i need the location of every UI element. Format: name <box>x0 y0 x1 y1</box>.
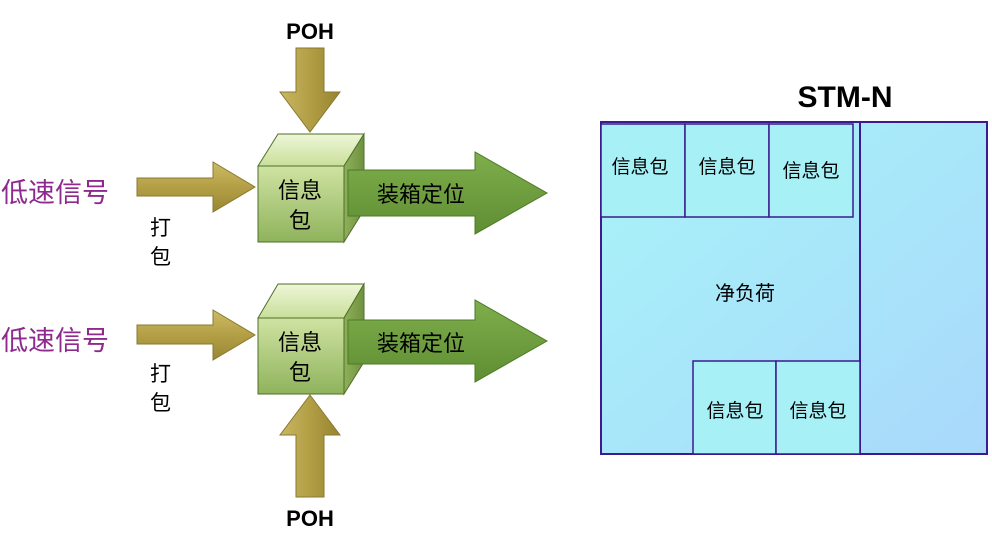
row1-pack-char-1: 打 <box>150 216 171 240</box>
row1-pack-char-2: 包 <box>150 245 171 269</box>
bottom-packets <box>692 360 861 455</box>
row2-input-arrow <box>136 309 256 361</box>
row2-cube-line-1: 信息 <box>278 331 322 356</box>
bottom-packet-box <box>692 360 777 455</box>
row1-cube-line-1: 信息 <box>278 179 322 204</box>
row2-pack-char-2: 包 <box>150 391 171 415</box>
poh-bottom-label: POH <box>286 506 334 531</box>
frame-title: STM-N <box>798 81 893 114</box>
top-packet-box <box>768 123 854 218</box>
payload-label: 净负荷 <box>715 281 775 305</box>
row2-pack-char-1: 打 <box>150 362 171 386</box>
row1-cube-line-2: 包 <box>289 209 311 234</box>
bottom-packet-label: 信息包 <box>789 400 846 422</box>
poh-top-label: POH <box>286 19 334 44</box>
top-packet-label: 信息包 <box>782 160 839 182</box>
row1-mapping-label: 装箱定位 <box>377 183 465 208</box>
top-packet-label: 信息包 <box>611 156 668 178</box>
row2-input-label: 低速信号 <box>1 326 109 357</box>
row2-info-cube <box>257 282 365 396</box>
top-packet-label: 信息包 <box>698 156 755 178</box>
row1-input-arrow <box>136 161 256 213</box>
row2-mapping-arrow <box>347 299 549 383</box>
top-packets <box>600 123 854 218</box>
poh-top-arrow <box>279 47 341 133</box>
row2-mapping-label: 装箱定位 <box>377 332 465 357</box>
row1-input-label: 低速信号 <box>1 178 109 209</box>
bottom-packet-box <box>775 360 861 455</box>
row2-cube-line-2: 包 <box>289 361 311 386</box>
row1-mapping-arrow <box>347 151 549 235</box>
bottom-packet-label: 信息包 <box>706 400 763 422</box>
poh-bottom-arrow <box>279 394 341 498</box>
